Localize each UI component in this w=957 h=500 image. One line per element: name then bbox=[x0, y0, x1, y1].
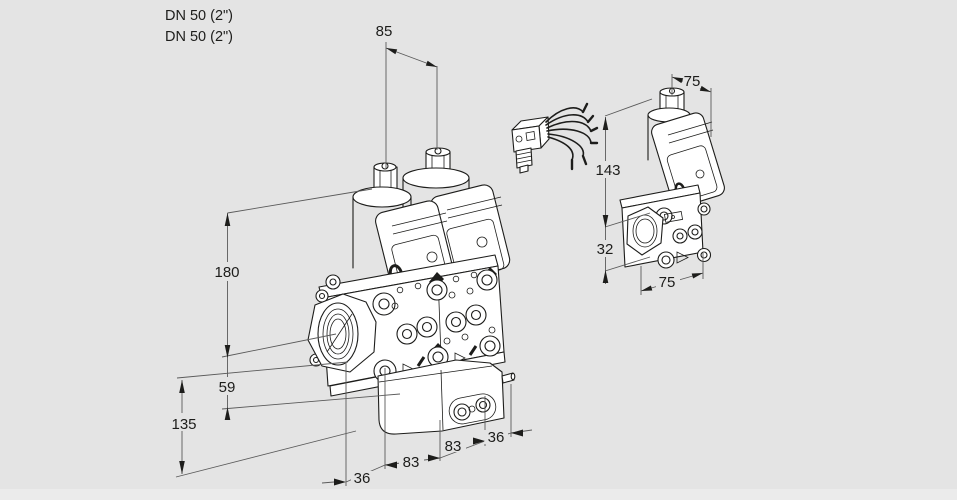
dim-label-36-right: 36 bbox=[488, 429, 505, 446]
dim-side-32: 32 bbox=[597, 228, 651, 284]
dim-label-143: 143 bbox=[595, 162, 620, 179]
dim-label-32: 32 bbox=[597, 241, 614, 258]
side-hex-flange bbox=[626, 206, 664, 256]
wire-harness bbox=[545, 102, 599, 171]
dim-height-180: 180 bbox=[214, 188, 373, 358]
main-valve-drawing bbox=[307, 102, 599, 435]
body-screws bbox=[391, 271, 496, 345]
adjuster-cap-2 bbox=[434, 147, 442, 155]
dim-label-59: 59 bbox=[219, 379, 236, 396]
connection-label-2: DN 50 (2") bbox=[165, 29, 233, 45]
dim-label-83-first: 83 bbox=[403, 454, 420, 471]
dim-side-bottom-75: 75 bbox=[640, 253, 704, 295]
dim-actuator-pitch: 85 bbox=[376, 23, 438, 168]
body-ports bbox=[396, 304, 487, 345]
dim-label-75-top: 75 bbox=[684, 73, 701, 90]
dimension-lines: 85 180 59 135 bbox=[171, 23, 712, 487]
dim-label-180: 180 bbox=[214, 264, 239, 281]
footer-strip bbox=[0, 489, 957, 500]
dim-label-135: 135 bbox=[171, 416, 196, 433]
side-valve-drawing bbox=[619, 87, 725, 269]
dim-side-top-75: 75 bbox=[671, 73, 712, 137]
coil-top-2 bbox=[402, 167, 470, 189]
dim-side-143: 143 bbox=[595, 98, 653, 228]
adjuster-cap-1 bbox=[381, 162, 389, 170]
dim-bottom-chain: 36 83 83 36 bbox=[321, 362, 533, 487]
dim-label-36-left: 36 bbox=[354, 470, 371, 487]
side-flow-arrow bbox=[676, 251, 689, 264]
bottom-module bbox=[377, 359, 516, 435]
dim-label-83-second: 83 bbox=[445, 438, 462, 455]
dim-label-75-bottom: 75 bbox=[659, 274, 676, 291]
dim-label-85: 85 bbox=[376, 23, 393, 40]
side-body bbox=[619, 184, 712, 269]
inlet-flange bbox=[307, 274, 377, 373]
side-actuator bbox=[647, 87, 725, 208]
coil-top-1 bbox=[352, 186, 412, 208]
connection-labels: DN 50 (2") DN 50 (2") bbox=[165, 8, 233, 45]
dim-height-59: 59 bbox=[219, 358, 401, 420]
connection-label-1: DN 50 (2") bbox=[165, 8, 233, 24]
dim-height-135: 135 bbox=[171, 361, 357, 478]
cable-plug bbox=[511, 102, 599, 174]
threaded-port bbox=[317, 302, 359, 366]
